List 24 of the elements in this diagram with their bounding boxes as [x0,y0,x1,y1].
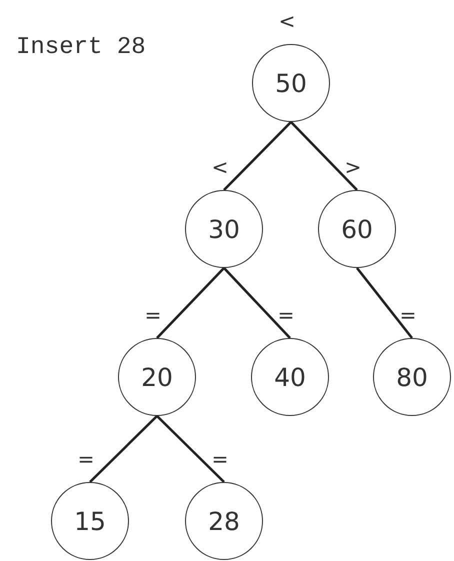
node-value: 80 [396,362,428,392]
connector-line [89,415,158,483]
balance-symbol: = [144,305,162,325]
connector-line [290,121,358,191]
connector-line [223,267,291,339]
node-value: 15 [74,506,106,536]
node-value: 20 [141,362,173,392]
connector-line [356,267,413,339]
node-value: 60 [341,214,373,244]
connector-line [156,267,225,339]
connector-line [223,121,292,191]
node-value: 40 [274,362,306,392]
node-value: 30 [208,214,240,244]
balance-symbol: = [78,449,94,469]
instruction-text: Insert 28 [16,34,146,61]
connector-line [156,415,225,483]
balance-symbol: > [344,157,362,177]
balance-symbol: = [278,305,294,325]
balance-symbol: = [400,305,416,325]
balance-symbol: < [212,157,228,177]
node-value: 28 [208,506,240,536]
balance-symbol: < [278,11,296,31]
node-value: 50 [275,68,307,98]
balance-symbol: = [212,449,228,469]
